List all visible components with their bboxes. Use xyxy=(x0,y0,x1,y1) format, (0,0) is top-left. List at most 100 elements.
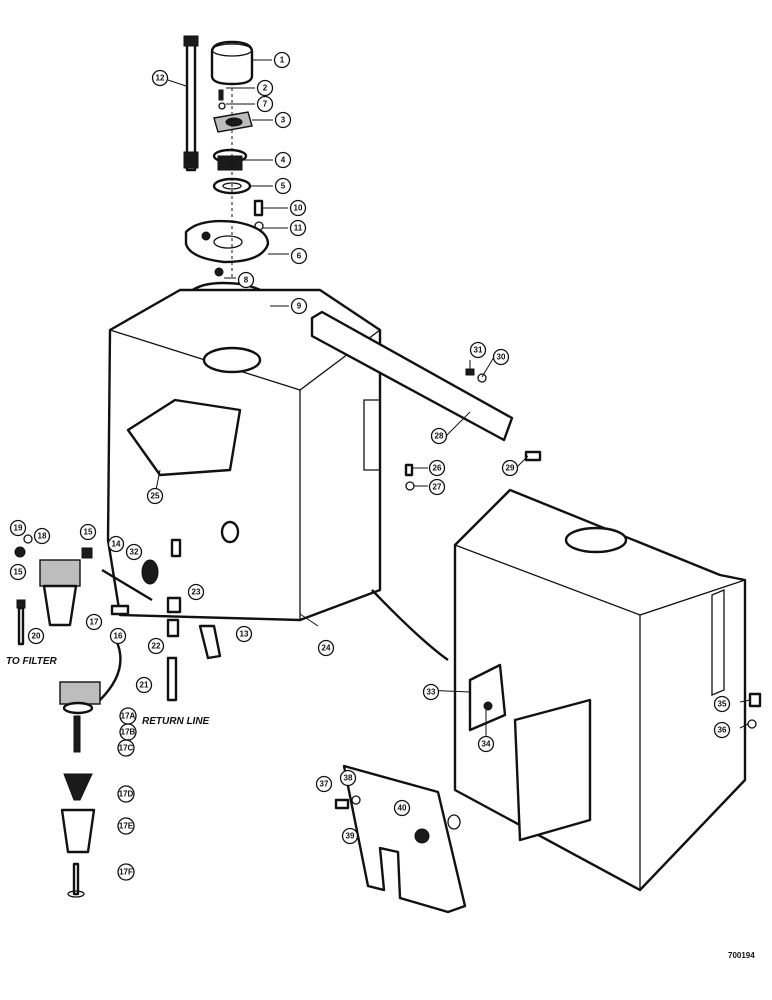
callout-21: 21 xyxy=(135,676,153,694)
bolt xyxy=(524,450,542,462)
callout-32: 32 xyxy=(125,543,143,561)
svg-text:18: 18 xyxy=(38,532,47,541)
tank-filler-opening xyxy=(202,346,262,374)
svg-text:31: 31 xyxy=(474,346,483,355)
svg-text:33: 33 xyxy=(427,688,436,697)
svg-text:20: 20 xyxy=(32,632,41,641)
return-line-tube xyxy=(166,656,178,702)
hose-to-filter xyxy=(17,606,25,646)
to-filter-label: TO FILTER xyxy=(6,656,58,667)
tank-rear-view xyxy=(334,488,762,914)
svg-text:26: 26 xyxy=(433,464,442,473)
drain xyxy=(72,862,80,896)
svg-text:3: 3 xyxy=(281,116,286,125)
rear-tank-opening xyxy=(564,526,628,554)
svg-text:30: 30 xyxy=(497,353,506,362)
callout-27: 27 xyxy=(428,478,446,496)
gauge-top-cap xyxy=(183,35,199,47)
callout-15b: 15 xyxy=(9,563,27,581)
callout-16: 16 xyxy=(109,627,127,645)
elbow xyxy=(166,618,180,638)
svg-text:21: 21 xyxy=(140,681,149,690)
svg-text:4: 4 xyxy=(281,156,286,165)
callout-22: 22 xyxy=(147,637,165,655)
callout-17E: 17E xyxy=(117,817,135,835)
filter-element xyxy=(63,773,93,801)
callout-38: 38 xyxy=(339,769,357,787)
callout-25: 25 xyxy=(146,487,164,505)
sight-gauge-rod xyxy=(185,36,197,172)
filter-bowl xyxy=(42,584,78,627)
callout-12: 12 xyxy=(151,69,169,87)
svg-text:19: 19 xyxy=(14,524,23,533)
washer xyxy=(747,719,757,729)
svg-text:2: 2 xyxy=(263,84,268,93)
svg-text:39: 39 xyxy=(346,832,355,841)
callout-10: 10 xyxy=(289,199,307,217)
svg-text:17D: 17D xyxy=(119,790,134,799)
callout-30: 30 xyxy=(492,348,510,366)
elbow-fitting xyxy=(81,547,93,559)
svg-text:7: 7 xyxy=(263,100,268,109)
cap-screw xyxy=(253,199,264,217)
callout-13: 13 xyxy=(235,625,253,643)
svg-text:17F: 17F xyxy=(119,868,133,877)
svg-text:27: 27 xyxy=(433,483,442,492)
callout-20: 20 xyxy=(27,627,45,645)
seal xyxy=(62,701,94,715)
svg-text:17B: 17B xyxy=(121,728,136,737)
svg-text:22: 22 xyxy=(152,642,161,651)
svg-text:28: 28 xyxy=(435,432,444,441)
tube xyxy=(101,568,153,602)
svg-text:6: 6 xyxy=(297,252,302,261)
filler-stack xyxy=(183,35,274,322)
callout-5: 5 xyxy=(274,177,292,195)
bolt xyxy=(334,798,350,810)
callout-17C: 17C xyxy=(117,739,135,757)
callout-15a: 15 xyxy=(79,523,97,541)
tank-body xyxy=(106,288,382,622)
grommet xyxy=(414,828,430,844)
callout-4: 4 xyxy=(274,151,292,169)
lockwasher xyxy=(218,102,226,110)
callout-39: 39 xyxy=(341,827,359,845)
tee-fitting xyxy=(198,624,222,660)
callout-11: 11 xyxy=(289,219,307,237)
svg-text:36: 36 xyxy=(718,726,727,735)
leader-lines xyxy=(154,59,751,742)
callout-36: 36 xyxy=(713,721,731,739)
callout-37: 37 xyxy=(315,775,333,793)
callout-40: 40 xyxy=(393,799,411,817)
svg-text:40: 40 xyxy=(398,804,407,813)
svg-text:17: 17 xyxy=(90,618,99,627)
washer xyxy=(477,373,487,383)
svg-text:14: 14 xyxy=(112,540,121,549)
filler-plate xyxy=(184,219,270,264)
callout-9: 9 xyxy=(290,297,308,315)
gauge-bottom-fitting xyxy=(183,151,199,169)
strainer-body xyxy=(217,155,243,171)
svg-text:8: 8 xyxy=(244,276,249,285)
svg-text:13: 13 xyxy=(240,630,249,639)
filter-head xyxy=(39,559,81,587)
callout-19: 19 xyxy=(9,519,27,537)
callout-24: 24 xyxy=(317,639,335,657)
adapter-fitting xyxy=(141,559,159,585)
callout-17D: 17D xyxy=(117,785,135,803)
callout-17: 17 xyxy=(85,613,103,631)
stud xyxy=(73,715,81,753)
callout-33: 33 xyxy=(422,683,440,701)
svg-text:9: 9 xyxy=(297,302,302,311)
svg-text:1: 1 xyxy=(280,56,285,65)
callout-35: 35 xyxy=(713,695,731,713)
brace-tube xyxy=(310,310,542,491)
svg-text:38: 38 xyxy=(344,774,353,783)
rear-tank-cutout xyxy=(513,698,592,842)
callout-8: 8 xyxy=(237,271,255,289)
return-line-label: RETURN LINE xyxy=(142,716,210,727)
svg-text:10: 10 xyxy=(294,204,303,213)
svg-text:25: 25 xyxy=(151,492,160,501)
bolt xyxy=(110,604,130,616)
callout-29: 29 xyxy=(501,459,519,477)
